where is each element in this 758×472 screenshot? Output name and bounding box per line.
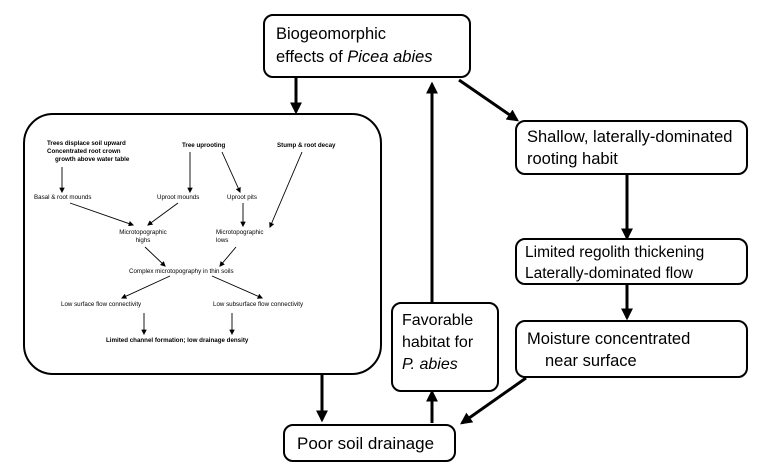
node-favorable-habitat: Favorable habitat for P. abies xyxy=(391,302,499,392)
detail-uproot-pits: Uproot pits xyxy=(227,194,257,201)
node-favorable-line2: habitat for xyxy=(402,334,474,351)
detail-low-subsurface: Low subsurface flow connectivity xyxy=(213,301,304,308)
node-limited-line2: Laterally-dominated flow xyxy=(525,265,694,282)
node-biogeomorphic-line2: effects of Picea abies xyxy=(276,48,433,66)
node-favorable-line3: P. abies xyxy=(402,356,458,373)
node-moisture: Moisture concentrated near surface xyxy=(515,320,748,378)
node-poor-line1: Poor soil drainage xyxy=(297,434,435,453)
arrow-moisture-to-poor xyxy=(460,376,527,425)
detail-stump-decay: Stump & root decay xyxy=(277,142,336,149)
detail-micro-lows-l1: Microtopographic xyxy=(216,229,264,236)
detail-micro-lows-l2: lows xyxy=(216,237,229,244)
node-biogeomorphic-line1: Biogeomorphic xyxy=(276,25,387,43)
detail-micro-highs-l1: Microtopographic xyxy=(119,229,167,236)
detail-trees-displace-l1: Trees displace soil upward xyxy=(47,140,126,147)
detail-tree-uprooting: Tree uprooting xyxy=(182,142,226,149)
arrow-complex-to-lowsurface xyxy=(121,275,171,299)
arrow-biogeomorphic-to-shallow xyxy=(458,78,519,122)
node-limited-regolith: Limited regolith thickening Laterally-do… xyxy=(515,238,748,285)
node-shallow-rooting: Shallow, laterally-dominated rooting hab… xyxy=(515,120,748,175)
detail-uproot-mounds: Uproot mounds xyxy=(157,194,200,201)
arrow-lows-to-complex xyxy=(219,246,237,267)
detail-limited-channel: Limited channel formation; low drainage … xyxy=(106,337,249,344)
node-moisture-line1: Moisture concentrated xyxy=(527,330,691,348)
arrow-uprooting-to-pits xyxy=(221,151,241,193)
detail-panel xyxy=(23,113,382,375)
detail-micro-highs-l2: highs xyxy=(135,237,151,244)
node-shallow-line1: Shallow, laterally-dominated xyxy=(527,128,733,146)
node-biogeomorphic: Biogeomorphic effects of Picea abies xyxy=(263,14,471,78)
node-poor-drainage: Poor soil drainage xyxy=(283,424,456,462)
arrow-mounds-to-highs xyxy=(147,202,179,226)
node-favorable-line1: Favorable xyxy=(402,312,474,329)
detail-complex-micro: Complex microtopography in thin soils xyxy=(129,268,234,275)
detail-trees-displace-l3: growth above water table xyxy=(55,156,130,163)
node-limited-line1: Limited regolith thickening xyxy=(525,244,705,261)
detail-basal-mounds: Basal & root mounds xyxy=(34,194,92,201)
node-moisture-line2: near surface xyxy=(545,352,637,370)
detail-low-surface: Low surface flow connectivity xyxy=(61,301,142,308)
arrow-highs-to-complex xyxy=(144,246,166,267)
arrow-basal-to-highs xyxy=(69,202,135,227)
arrow-complex-to-lowsubsurface xyxy=(211,275,263,299)
node-shallow-line2: rooting habit xyxy=(527,150,618,168)
detail-trees-displace-l2: Concentrated root crown xyxy=(47,148,121,155)
arrow-stump-to-lows xyxy=(269,151,303,228)
